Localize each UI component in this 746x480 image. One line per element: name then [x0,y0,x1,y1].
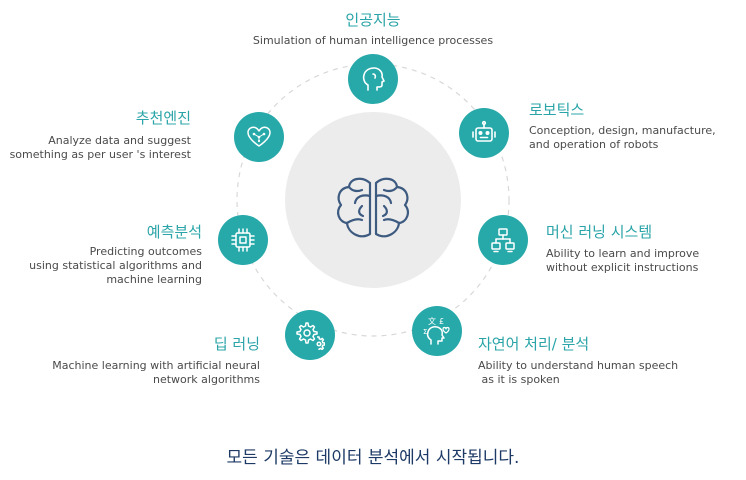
ml-system-desc-line: Ability to learn and improve [546,247,700,260]
ml-system-desc-line: without explicit instructions [546,261,699,274]
predictive-desc-line: Predicting outcomes [89,245,202,258]
footer-caption: 모든 기술은 데이터 분석에서 시작됩니다. [226,448,520,468]
svg-text:£: £ [439,317,444,326]
robot-icon [472,120,496,142]
ai-node [348,54,398,104]
ai-description: Simulation of human intelligence process… [213,34,533,48]
chip-icon [231,228,255,252]
brain-icon [337,177,409,238]
center-circle [285,112,461,288]
recommendation-description: Analyze data and suggest something as pe… [0,134,191,162]
robotics-title: 로보틱스 [529,101,585,119]
ml-system-description: Ability to learn and improve without exp… [546,247,699,275]
robotics-description: Conception, design, manufacture, and ope… [529,124,716,152]
predictive-desc-line: using statistical algorithms and [29,259,202,272]
ml-system-title: 머신 러닝 시스템 [546,223,653,241]
recommendation-node [234,112,284,162]
predictive-title: 예측분석 [146,223,202,241]
recommendation-desc-line: Analyze data and suggest [48,134,191,147]
language-head-icon: 文 £ Σ [423,316,450,345]
nlp-desc-line: Ability to understand human speech [478,359,679,372]
head-icon [362,67,385,91]
deep-learning-description: Machine learning with artificial neural … [20,359,260,387]
gears-icon [296,322,325,350]
recommendation-desc-line: something as per user 's interest [9,148,191,161]
predictive-node [218,215,268,265]
heart-network-icon [247,126,271,147]
deep-learning-desc-line: Machine learning with artificial neural [52,359,260,372]
ml-system-node [478,215,528,265]
predictive-description: Predicting outcomes using statistical al… [2,245,202,287]
ai-title: 인공지능 [345,11,401,29]
recommendation-title: 추천엔진 [135,109,191,127]
deep-learning-node [285,310,335,360]
nlp-desc-line: as it is spoken [478,373,560,386]
robotics-desc-line: Conception, design, manufacture, [529,124,716,137]
robotics-node [459,108,509,158]
deep-learning-title: 딥 러닝 [213,335,260,353]
svg-text:Σ: Σ [423,328,427,336]
predictive-desc-line: machine learning [106,273,202,286]
nlp-description: Ability to understand human speech as it… [478,359,678,387]
ai-desc-line: Simulation of human intelligence process… [252,34,494,47]
nlp-title: 자연어 처리/ 분석 [478,335,590,353]
network-icon [491,228,515,253]
robotics-desc-line: and operation of robots [529,138,659,151]
deep-learning-desc-line: network algorithms [153,373,260,386]
nlp-node: 文 £ Σ [412,306,462,356]
svg-text:文: 文 [428,316,436,326]
